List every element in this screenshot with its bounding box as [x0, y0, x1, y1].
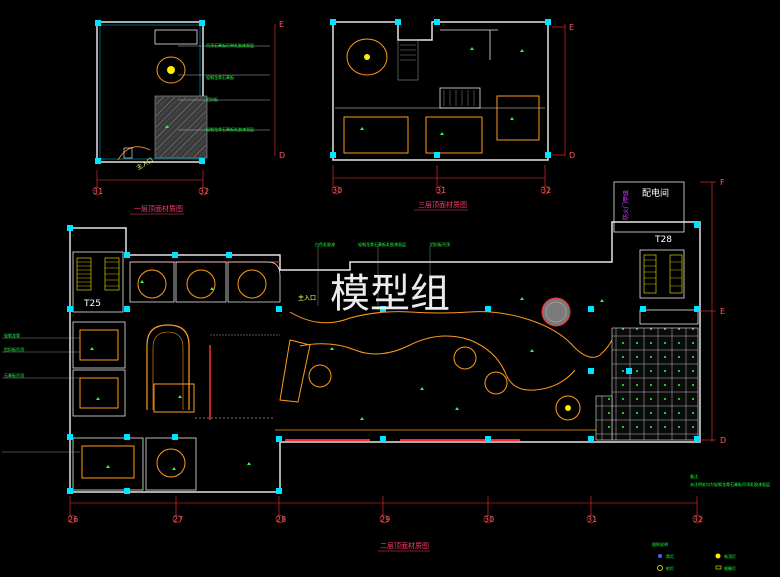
second-floor-title: 二层顶面材质图	[380, 541, 429, 550]
f3-axis-col-1: 30	[332, 186, 342, 195]
f2-axis-col-31: 31	[587, 515, 597, 524]
f3-axis-col-2: 31	[436, 186, 446, 195]
legend-item-3: 射灯	[666, 565, 674, 571]
f2-top-note-a: 白色乳胶漆	[315, 241, 335, 247]
f2-left-note-a: 轻钢龙骨	[4, 332, 20, 338]
f2-axis-col-29: 29	[380, 515, 390, 524]
f2-axis-col-26: 26	[68, 515, 78, 524]
f2-axis-row-e: E	[720, 307, 725, 316]
f3-axis-row-e: E	[569, 23, 574, 32]
f2-top-note-b: 轻钢龙骨石膏板乳胶漆面层	[358, 241, 406, 247]
legend-item-4: 格栅灯	[724, 565, 736, 571]
third-floor-title: 三层顶面材质图	[418, 200, 467, 209]
f2-axis-row-f: F	[720, 178, 725, 187]
f1-note-c: 铝扣板	[206, 96, 218, 102]
f1-axis-row-e: E	[279, 20, 284, 29]
legend-item-1: 筒灯	[666, 553, 674, 559]
f1-note-b: 轻钢龙骨石膏板	[206, 74, 234, 80]
stair-t25-label: T25	[83, 299, 101, 309]
second-floor-entrance-label: 主入口	[298, 294, 316, 302]
f2-axis-row-d: D	[720, 436, 726, 445]
f2-right-note-head: 备注	[690, 473, 698, 479]
f1-axis-col-2: 32	[199, 187, 209, 196]
third-floor-plan: 30 31 32 E D 三层顶面材质图	[330, 19, 575, 211]
legend: 图例说明 筒灯 吸顶灯 射灯 格栅灯	[652, 541, 736, 571]
stair-t28-label: T28	[654, 235, 672, 245]
f2-axis-col-32: 32	[693, 515, 703, 524]
f2-left-note-c: 石膏板吊顶	[4, 372, 24, 378]
power-room-label: 配电间	[642, 187, 669, 199]
f1-axis-row-d: D	[279, 151, 285, 160]
legend-item-2: 吸顶灯	[724, 553, 736, 559]
first-floor-title: 一层顶面材质图	[134, 204, 183, 213]
legend-title: 图例说明	[652, 541, 668, 547]
f2-axis-col-28: 28	[276, 515, 286, 524]
f2-axis-col-30: 30	[484, 515, 494, 524]
f1-note-a: 吊顶石膏板灯带乳胶漆面层	[206, 42, 254, 48]
second-floor-plan: T25 配电间	[2, 47, 770, 552]
f1-note-d: 轻钢龙骨石膏板乳胶漆面层	[206, 126, 254, 132]
watermark: 模型组	[330, 271, 450, 317]
f1-axis-col-1: 31	[93, 187, 103, 196]
f2-left-note-b: 铝扣板吊顶	[4, 346, 24, 352]
f2-right-note-body: 未注明处均为轻钢龙骨石膏板吊顶乳胶漆面层	[690, 481, 770, 487]
first-floor-plan: 主入口 吊顶石膏板灯带乳胶漆面层 轻钢龙骨石膏板 铝扣板 轻钢龙骨石膏板乳胶漆面…	[92, 20, 285, 215]
f2-top-note-c: 铝扣板吊顶	[430, 241, 450, 247]
f2-axis-col-27: 27	[173, 515, 183, 524]
power-room-vertical-note: 防火门甲级	[622, 190, 630, 220]
f3-axis-col-3: 32	[541, 186, 551, 195]
f3-axis-row-d: D	[569, 151, 575, 160]
